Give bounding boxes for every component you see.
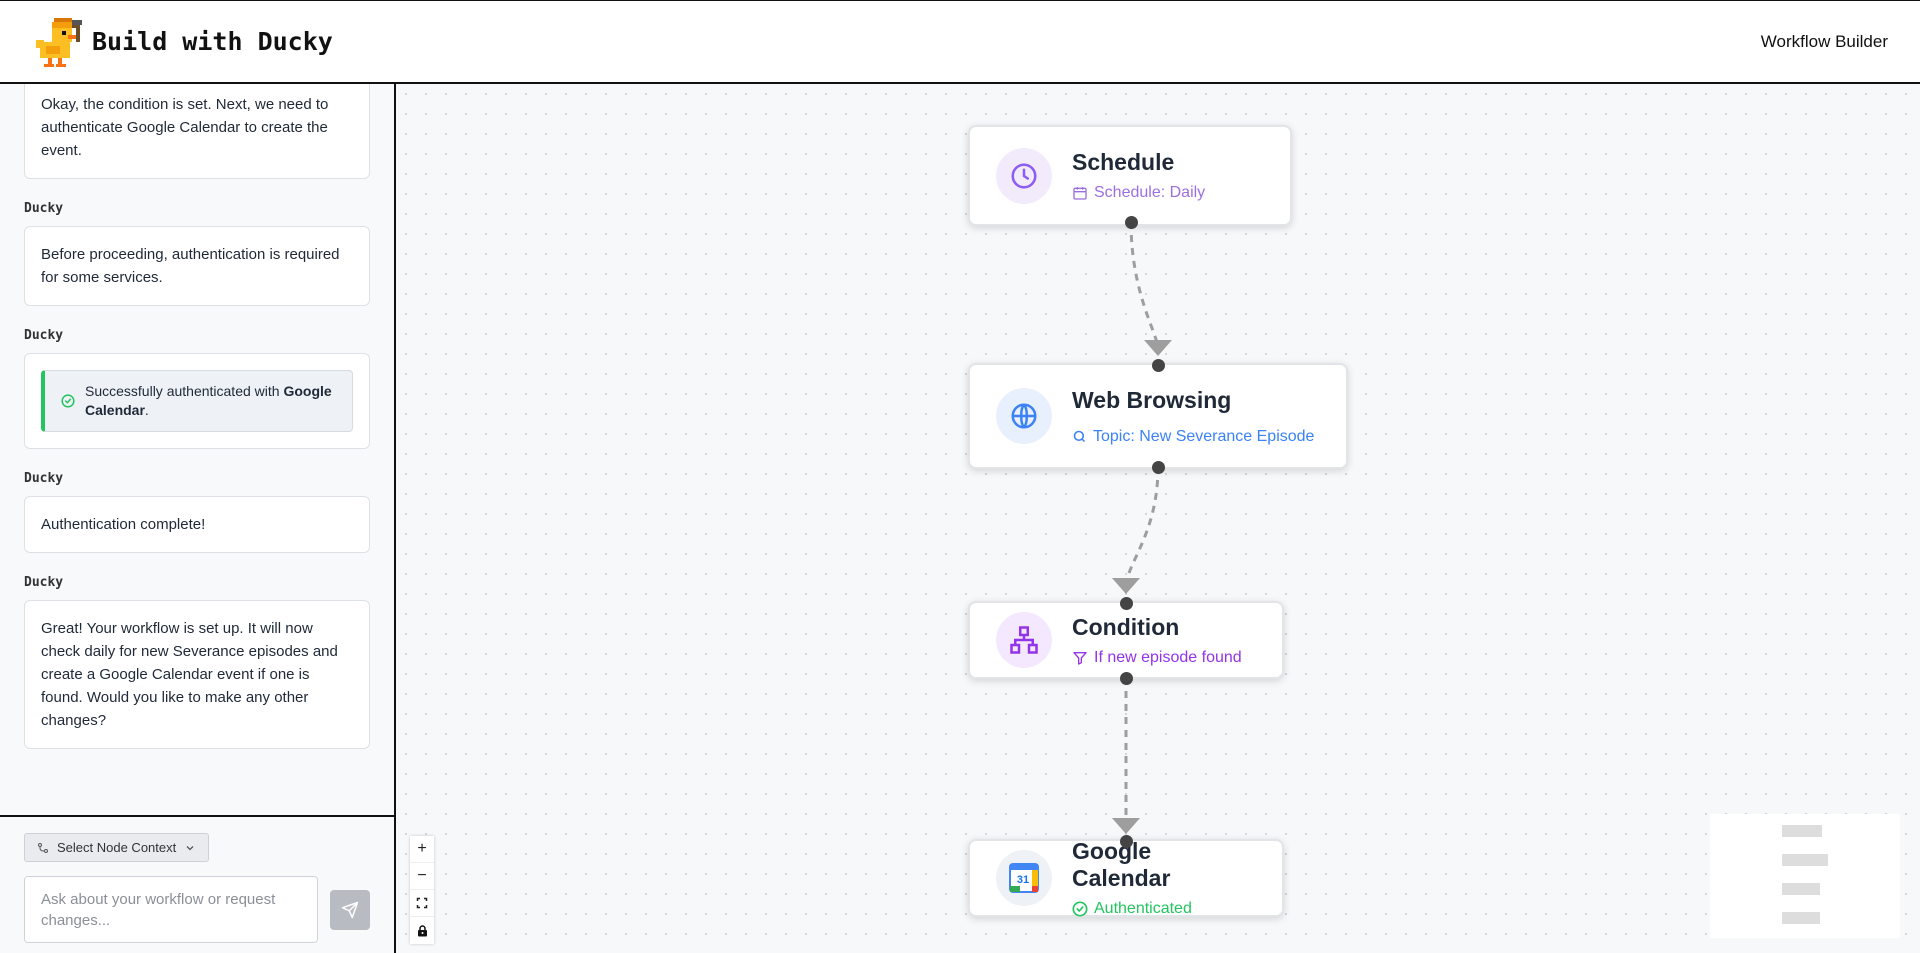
node-schedule[interactable]: Schedule Schedule: Daily — [968, 125, 1292, 226]
node-handle-in[interactable] — [1152, 359, 1165, 372]
lock-button[interactable] — [410, 917, 434, 944]
check-circle-icon — [61, 394, 75, 408]
node-title: Condition — [1072, 613, 1180, 640]
workflow-edges — [1112, 221, 1172, 834]
node-title: Google Calendar — [1072, 838, 1171, 891]
node-handle-out[interactable] — [1120, 672, 1133, 685]
node-subtitle: If new episode found — [1072, 649, 1242, 667]
check-circle-icon — [1072, 901, 1088, 917]
chat-input[interactable] — [24, 876, 319, 943]
lock-icon — [417, 924, 427, 936]
edge-schedule-web — [1129, 221, 1160, 350]
node-handle-in[interactable] — [1120, 597, 1133, 610]
chat-message: Okay, the condition is set. Next, we nee… — [24, 84, 370, 179]
auth-service-name: Google Calendar — [85, 383, 332, 418]
edge-arrow — [1112, 818, 1140, 834]
google-calendar-icon: 31 — [1009, 863, 1039, 893]
chat-message: Successfully authenticated with Google C… — [24, 353, 370, 449]
node-icon-wrap: 31 — [996, 850, 1052, 906]
context-button-label: Select Node Context — [57, 840, 177, 855]
message-sender: Ducky — [24, 328, 64, 343]
edge-arrow — [1144, 340, 1172, 356]
node-google-calendar[interactable]: 31 Google Calendar Authenticated — [968, 838, 1284, 918]
node-subtitle: Topic: New Severance Episode — [1072, 428, 1314, 446]
node-subtitle: Schedule: Daily — [1072, 184, 1205, 202]
edge-arrow — [1112, 578, 1140, 594]
chat-message: Before proceeding, authentication is req… — [24, 226, 370, 306]
app-title: Build with Ducky — [92, 27, 333, 56]
node-web-browsing[interactable]: Web Browsing Topic: New Severance Episod… — [968, 363, 1348, 469]
minimap-node — [1782, 854, 1828, 866]
brand[interactable]: Build with Ducky — [32, 16, 333, 68]
node-title: Web Browsing — [1072, 386, 1232, 413]
node-icon-wrap — [996, 612, 1052, 668]
edge-web-condition — [1124, 466, 1160, 588]
send-button[interactable] — [330, 889, 370, 930]
flowchart-icon — [1010, 626, 1038, 654]
message-text: Before proceeding, authentication is req… — [41, 246, 340, 286]
minimap[interactable] — [1710, 814, 1900, 938]
node-title: Schedule — [1072, 149, 1175, 175]
canvas-controls: + − — [410, 836, 434, 944]
fit-view-icon — [416, 897, 428, 909]
message-text: Authentication complete! — [41, 516, 206, 533]
zoom-in-button[interactable]: + — [410, 836, 434, 863]
node-handle-out[interactable] — [1125, 216, 1138, 229]
node-handle-out[interactable] — [1152, 461, 1165, 474]
workflow-canvas[interactable]: Schedule Schedule: Daily Web Browsing To… — [396, 84, 1920, 953]
chat-messages[interactable]: Okay, the condition is set. Next, we nee… — [0, 84, 394, 815]
minimap-node — [1782, 883, 1820, 895]
message-text: Okay, the condition is set. Next, we nee… — [41, 96, 329, 159]
node-icon-wrap — [996, 388, 1052, 444]
chat-sidebar: Okay, the condition is set. Next, we nee… — [0, 84, 396, 953]
globe-icon — [1011, 403, 1037, 429]
auth-message: Successfully authenticated with Google C… — [85, 383, 332, 418]
message-sender: Ducky — [24, 201, 64, 216]
node-handle-in[interactable] — [1120, 835, 1133, 848]
calendar-icon — [1073, 187, 1087, 200]
select-node-context-button[interactable]: Select Node Context — [24, 833, 210, 862]
chat-message: Great! Your workflow is set up. It will … — [24, 600, 370, 749]
app-header: Build with Ducky Workflow Builder — [0, 0, 1920, 84]
chat-composer: Select Node Context — [0, 815, 394, 953]
auth-success-banner: Successfully authenticated with Google C… — [41, 370, 353, 432]
fit-view-button[interactable] — [410, 890, 434, 917]
clock-icon — [1011, 163, 1037, 188]
minimap-node — [1782, 825, 1822, 837]
minimap-node — [1782, 912, 1820, 924]
workflow-builder-label: Workflow Builder — [1760, 31, 1888, 51]
send-icon — [341, 901, 359, 918]
calendar-day-number: 31 — [1017, 874, 1029, 886]
zoom-out-button[interactable]: − — [410, 863, 434, 890]
node-subtitle: Authenticated — [1072, 900, 1256, 918]
message-sender: Ducky — [24, 575, 64, 590]
search-icon — [1073, 430, 1086, 443]
chevron-down-icon — [186, 845, 194, 850]
chat-message: Authentication complete! — [24, 496, 370, 553]
node-icon-wrap — [996, 147, 1052, 204]
node-link-icon — [38, 842, 48, 853]
duck-logo-icon — [36, 17, 82, 67]
filter-icon — [1073, 651, 1087, 665]
message-text: Great! Your workflow is set up. It will … — [41, 620, 338, 729]
message-sender: Ducky — [24, 471, 64, 486]
node-condition[interactable]: Condition If new episode found — [968, 601, 1284, 679]
